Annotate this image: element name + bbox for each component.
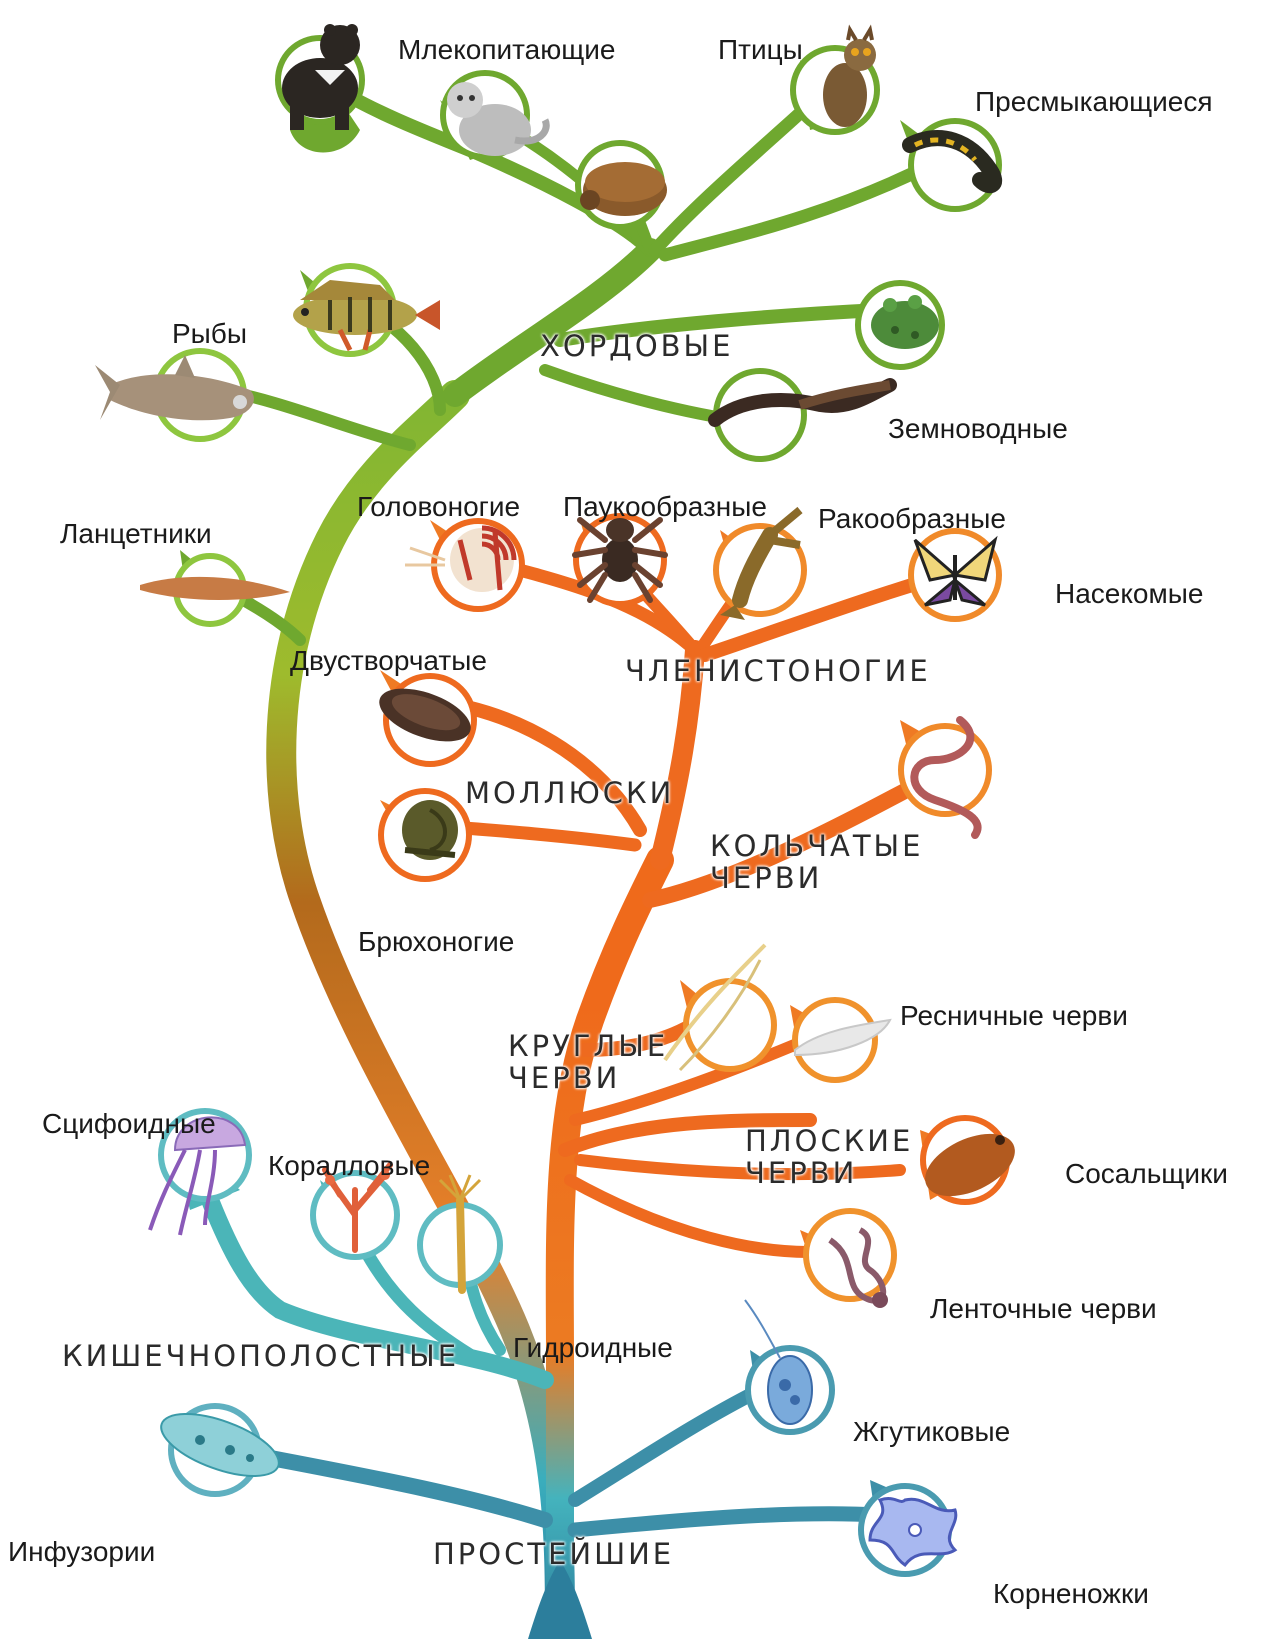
group-label-roundworms: КРУГЛЫЕ ЧЕРВИ bbox=[508, 1030, 668, 1095]
trunk-base bbox=[528, 1560, 592, 1639]
taxon-label-bivalves: Двустворчатые bbox=[290, 647, 487, 675]
group-label-molluscs: МОЛЛЮСКИ bbox=[465, 777, 674, 809]
group-label-cnidarians: КИШЕЧНОПОЛОСТНЫЕ bbox=[62, 1340, 459, 1372]
taxon-label-lancelets: Ланцетники bbox=[60, 520, 212, 548]
taxon-label-scyphozoa: Сцифоидные bbox=[42, 1110, 216, 1138]
nautilus-illustration bbox=[405, 528, 514, 592]
taxon-label-reptiles: Пресмыкающиеся bbox=[975, 88, 1213, 116]
taxon-label-tapeworms: Ленточные черви bbox=[930, 1295, 1157, 1323]
hedgehog-illustration bbox=[580, 162, 667, 216]
taxon-label-crustaceans: Ракообразные bbox=[818, 505, 1006, 533]
taxon-label-rhizopods: Корненожки bbox=[993, 1580, 1149, 1608]
taxon-label-cephalopods: Головоногие bbox=[357, 493, 520, 521]
taxon-label-corals: Коралловые bbox=[268, 1152, 430, 1180]
bear-illustration bbox=[282, 24, 360, 130]
taxon-label-birds: Птицы bbox=[718, 36, 803, 64]
taxon-label-amphibians: Земноводные bbox=[888, 415, 1068, 443]
taxon-label-turbellarians: Ресничные черви bbox=[900, 1002, 1128, 1030]
lancelet-illustration bbox=[140, 577, 290, 600]
snail-illustration bbox=[402, 800, 458, 860]
group-label-chordates: ХОРДОВЫЕ bbox=[540, 330, 733, 362]
taxon-label-flagellates: Жгутиковые bbox=[853, 1418, 1010, 1446]
taxon-label-insects: Насекомые bbox=[1055, 580, 1203, 608]
roundworm-circle bbox=[686, 981, 774, 1069]
group-label-annelids: КОЛЬЧАТЫЕ ЧЕРВИ bbox=[710, 830, 923, 895]
group-label-arthropods: ЧЛЕНИСТОНОГИЕ bbox=[625, 655, 931, 687]
taxon-label-hydrozoa: Гидроидные bbox=[513, 1334, 673, 1362]
taxon-label-ciliates: Инфузории bbox=[8, 1538, 155, 1566]
taxon-label-arachnids: Паукообразные bbox=[563, 493, 767, 521]
taxon-label-flukes: Сосальщики bbox=[1065, 1160, 1228, 1188]
taxon-label-gastropods: Брюхоногие bbox=[358, 928, 514, 956]
taxon-label-fish: Рыбы bbox=[172, 320, 247, 348]
group-label-flatworms: ПЛОСКИЕ ЧЕРВИ bbox=[745, 1125, 913, 1190]
taxon-label-mammals: Млекопитающие bbox=[398, 36, 616, 64]
group-label-protozoa: ПРОСТЕЙШИЕ bbox=[433, 1538, 674, 1570]
